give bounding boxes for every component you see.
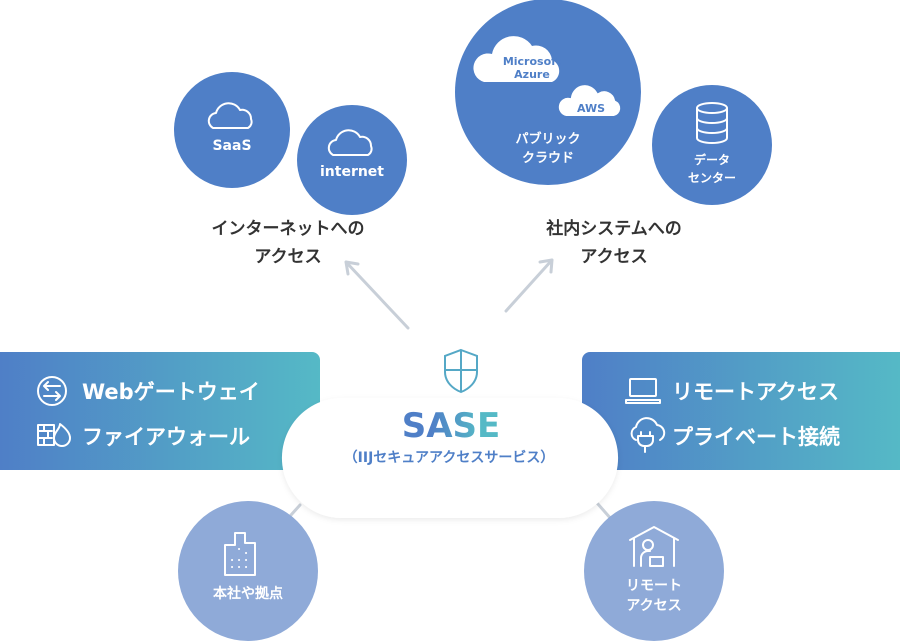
left-function-box xyxy=(0,352,320,470)
aws-label: AWS xyxy=(577,102,605,115)
laptop-icon xyxy=(625,378,661,404)
cloud-plug-icon xyxy=(630,417,666,453)
shield-icon xyxy=(444,348,478,394)
svg-text:本社や拠点: 本社や拠点 xyxy=(213,585,283,602)
svg-text:リモートアクセス: リモートアクセス xyxy=(672,380,839,404)
internet-label: internet xyxy=(320,164,384,180)
remote-node: リモート アクセス xyxy=(584,501,724,641)
svg-text:ファイアウォール: ファイアウォール xyxy=(82,425,250,449)
svg-text:リモート: リモート xyxy=(626,578,682,594)
svg-text:アクセス: アクセス xyxy=(580,247,647,267)
database-icon xyxy=(696,102,728,144)
arrows xyxy=(280,258,614,527)
svg-text:センター: センター xyxy=(688,171,736,185)
sase-center: SASE （IIJセキュアアクセスサービス） xyxy=(344,348,555,466)
cloud-icon xyxy=(327,129,373,156)
saas-node: SaaS xyxy=(174,72,290,188)
sase-title: SASE xyxy=(402,406,501,446)
arrow-to-internet xyxy=(344,260,410,330)
internet-access-label: インターネットへの xyxy=(212,219,365,239)
svg-text:パブリック: パブリック xyxy=(515,131,580,147)
internal-access-label: 社内システムへの xyxy=(545,218,682,239)
office-node: 本社や拠点 xyxy=(178,501,318,641)
svg-text:クラウド: クラウド xyxy=(522,151,574,166)
svg-text:Webゲートウェイ: Webゲートウェイ xyxy=(82,380,260,404)
cloud-icon xyxy=(207,102,253,129)
remote-access-item: リモートアクセス xyxy=(625,378,839,404)
sase-subtitle: （IIJセキュアアクセスサービス） xyxy=(344,450,555,466)
firewall-item: ファイアウォール xyxy=(37,423,250,449)
firewall-icon xyxy=(37,423,71,447)
svg-text:アクセス: アクセス xyxy=(254,247,321,267)
svg-text:アクセス: アクセス xyxy=(626,598,681,614)
internet-node: internet xyxy=(297,105,407,215)
saas-label: SaaS xyxy=(212,138,251,154)
svg-text:データ: データ xyxy=(694,152,730,167)
right-function-box xyxy=(582,352,900,470)
azure-label: Microsoft xyxy=(503,55,561,68)
public-cloud-node: Microsoft Azure AWS パブリック クラウド xyxy=(455,0,641,185)
sase-cloud xyxy=(281,398,619,518)
azure-cloud xyxy=(473,36,560,82)
arrow-to-internal xyxy=(504,258,554,313)
aws-cloud xyxy=(556,83,623,118)
web-gateway-item: Webゲートウェイ xyxy=(37,376,260,406)
private-connection-item: プライベート接続 xyxy=(630,417,840,453)
web-gateway-icon xyxy=(37,376,67,406)
building-icon xyxy=(224,532,256,576)
svg-text:プライベート接続: プライベート接続 xyxy=(672,425,840,449)
datacenter-node: データ センター xyxy=(652,85,772,205)
svg-text:Azure: Azure xyxy=(514,68,550,81)
home-worker-icon xyxy=(629,526,679,567)
